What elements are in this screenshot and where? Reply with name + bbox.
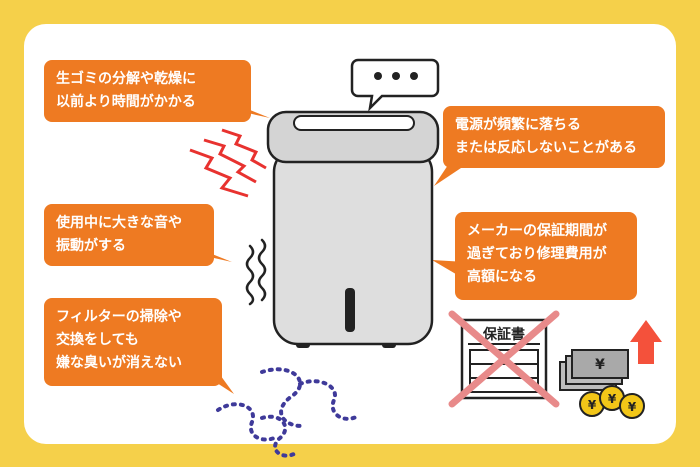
bubble-line: 交換をしても [56, 332, 139, 348]
coin-symbol: ¥ [628, 400, 637, 414]
issue-bubble-garbage-drying: 生ゴミの分解や乾燥に 以前より時間がかかる [44, 60, 251, 122]
bubble-line: 生ゴミの分解や乾燥に [56, 71, 196, 87]
bill-symbol: ¥ [595, 357, 605, 373]
issue-bubble-power: 電源が頻繁に落ちる または反応しないことがある [443, 106, 665, 168]
warranty-title: 保証書 [482, 326, 525, 343]
bubble-line: 高額になる [467, 269, 537, 285]
appliance-illustration [266, 110, 440, 348]
bubble-line: フィルターの掃除や [56, 309, 182, 325]
coin-symbol: ¥ [588, 398, 597, 412]
bubble-line: メーカーの保証期間が [467, 223, 607, 239]
speech-ellipsis-icon [350, 58, 440, 112]
bubble-line: 振動がする [56, 238, 126, 254]
arrow-up-icon [630, 320, 662, 364]
warranty-crossed-icon: 保証書 [448, 310, 560, 408]
issue-bubble-noise: 使用中に大きな音や 振動がする [44, 204, 214, 266]
bubble-line: 電源が頻繁に落ちる [455, 117, 581, 133]
issue-bubble-warranty: メーカーの保証期間が 過ぎており修理費用が 高額になる [455, 212, 637, 300]
bubble-line: または反応しないことがある [455, 140, 637, 156]
vibration-icon [245, 238, 267, 306]
money-icon: ¥ ¥ ¥ ¥ [559, 349, 645, 419]
bubble-line: 以前より時間がかかる [56, 94, 196, 110]
bubble-line: 過ぎており修理費用が [467, 246, 607, 262]
bubble-tails [196, 110, 470, 394]
bubble-line: 使用中に大きな音や [56, 215, 182, 231]
coin-symbol: ¥ [608, 392, 617, 406]
lightning-warning-icon [189, 128, 267, 198]
bubble-line: 嫌な臭いが消えない [56, 355, 182, 371]
odor-icon [216, 367, 360, 458]
issue-bubble-filter: フィルターの掃除や 交換をしても 嫌な臭いが消えない [44, 298, 222, 386]
